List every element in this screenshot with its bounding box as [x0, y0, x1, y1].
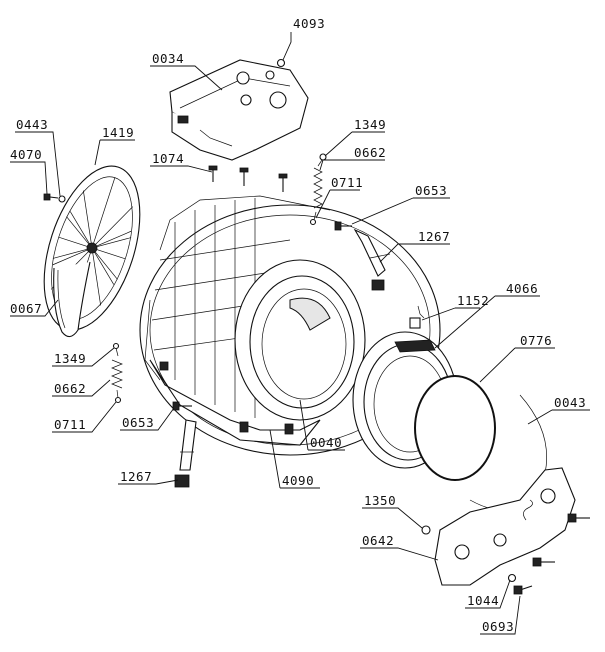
leader-lines — [10, 32, 590, 635]
bolt-4070 — [43, 193, 59, 201]
damper-1267-left — [172, 401, 197, 488]
counterweight-0034 — [169, 59, 309, 161]
label-0776: 0776 — [520, 333, 552, 348]
label-0693: 0693 — [482, 619, 514, 634]
label-0040: 0040 — [310, 435, 342, 450]
clamp-0776 — [414, 375, 496, 481]
nut-4093 — [276, 58, 286, 68]
label-4066: 4066 — [506, 281, 538, 296]
pulley-1419 — [43, 165, 141, 331]
tub-assembly — [139, 195, 441, 456]
label-0653-top: 0653 — [415, 183, 447, 198]
label-1349-top: 1349 — [354, 117, 386, 132]
label-1350: 1350 — [364, 493, 396, 508]
part-1152 — [409, 305, 425, 329]
washer-0443 — [58, 195, 66, 203]
label-0711-left: 0711 — [54, 417, 86, 432]
screws-bracket — [513, 513, 590, 595]
damper-1267-right — [334, 221, 391, 291]
washer-1350 — [421, 525, 431, 535]
label-0662-left: 0662 — [54, 381, 86, 396]
spring-0662-bottom — [111, 342, 123, 404]
label-4093: 4093 — [293, 16, 325, 31]
screw-1074 — [208, 165, 288, 192]
label-0642: 0642 — [362, 533, 394, 548]
label-1267-top: 1267 — [418, 229, 450, 244]
label-1074: 1074 — [152, 151, 184, 166]
label-1267-left: 1267 — [120, 469, 152, 484]
label-1152: 1152 — [457, 293, 489, 308]
label-0653-left: 0653 — [122, 415, 154, 430]
part-labels: 0034 4093 1349 1074 0662 0711 0653 1267 … — [10, 16, 586, 634]
label-4090: 4090 — [282, 473, 314, 488]
label-1044: 1044 — [467, 593, 499, 608]
label-1349-left: 1349 — [54, 351, 86, 366]
label-0662-top: 0662 — [354, 145, 386, 160]
label-1419: 1419 — [102, 125, 134, 140]
label-0034: 0034 — [152, 51, 184, 66]
bracket-0642 — [434, 467, 576, 586]
label-0443: 0443 — [16, 117, 48, 132]
label-0067: 0067 — [10, 301, 42, 316]
washer-1044 — [507, 573, 517, 583]
label-0711-top: 0711 — [331, 175, 363, 190]
label-4070: 4070 — [10, 147, 42, 162]
label-0043: 0043 — [554, 395, 586, 410]
